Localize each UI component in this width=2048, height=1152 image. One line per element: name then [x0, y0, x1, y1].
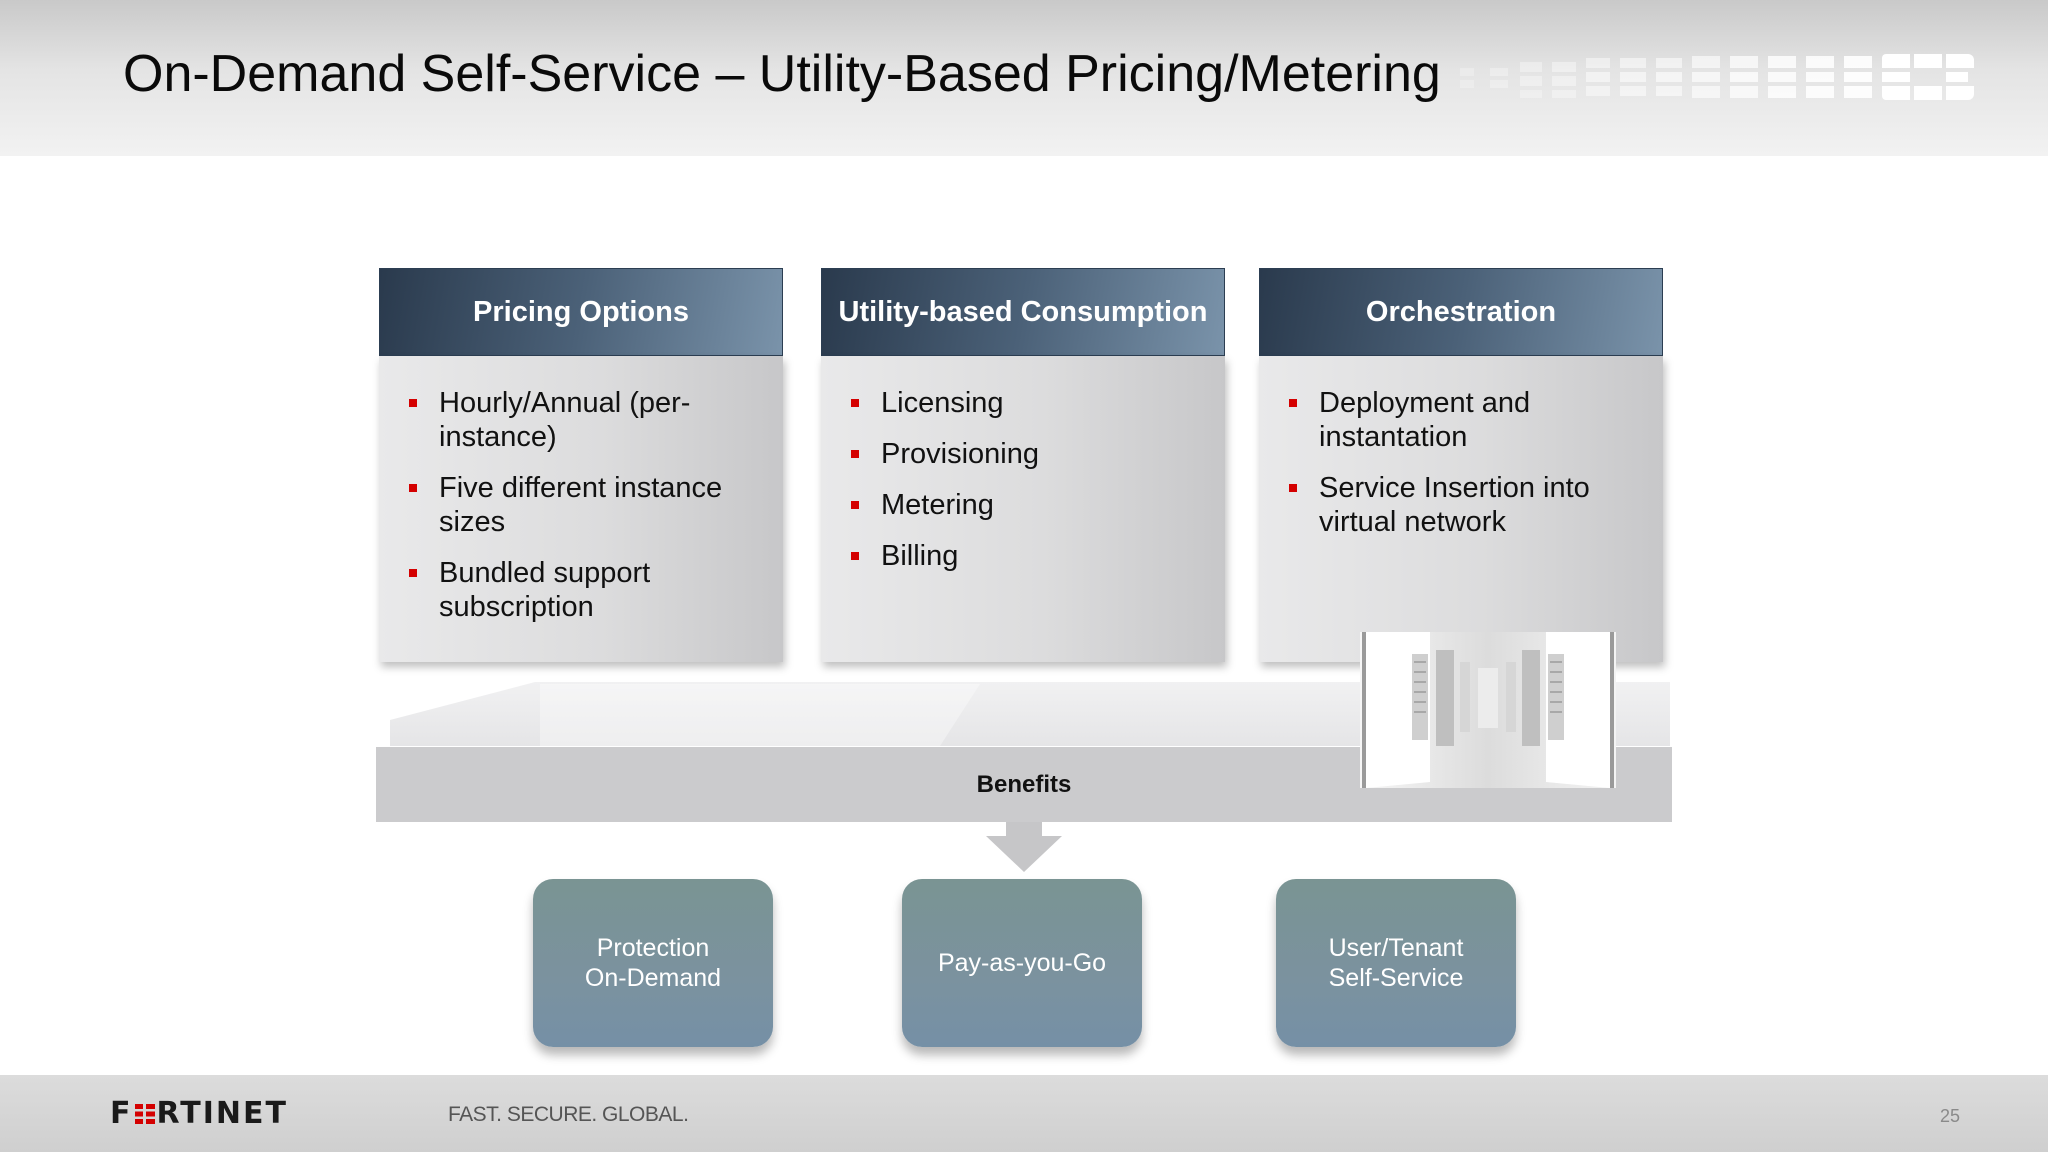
list-item: Five different instance sizes — [409, 471, 769, 539]
benefit-line: Protection — [596, 934, 710, 962]
slide-title: On-Demand Self-Service – Utility-Based P… — [123, 45, 1441, 103]
list-item: Provisioning — [851, 437, 1211, 471]
arrow-down-icon — [986, 822, 1062, 872]
benefit-box-self-service: User/Tenant Self-Service — [1276, 879, 1516, 1047]
logo-mark-icon — [134, 1104, 155, 1124]
column-utility-consumption: Utility-based Consumption Licensing Prov… — [821, 268, 1225, 662]
logo-text-end: RTINET — [156, 1096, 288, 1131]
list-item: Billing — [851, 539, 1211, 573]
benefit-line: On-Demand — [584, 964, 722, 992]
funnel-shape — [390, 660, 1670, 746]
fortinet-logo: F RTINET — [110, 1096, 288, 1131]
bullet-list: Hourly/Annual (per-instance) Five differ… — [409, 386, 769, 641]
column-pricing-options: Pricing Options Hourly/Annual (per-insta… — [379, 268, 783, 662]
bullet-list: Deployment and instantation Service Inse… — [1289, 386, 1649, 556]
benefit-box-protection: Protection On-Demand — [533, 879, 773, 1047]
list-item: Deployment and instantation — [1289, 386, 1649, 454]
footer-band — [0, 1075, 2048, 1152]
grid-pattern-icon — [1460, 54, 1974, 100]
column-heading: Utility-based Consumption — [821, 268, 1225, 356]
bullet-list: Licensing Provisioning Metering Billing — [851, 386, 1211, 590]
list-item: Service Insertion into virtual network — [1289, 471, 1649, 539]
column-heading: Orchestration — [1259, 268, 1663, 356]
column-heading: Pricing Options — [379, 268, 783, 356]
column-orchestration: Orchestration Deployment and instantatio… — [1259, 268, 1663, 662]
column-body: Hourly/Annual (per-instance) Five differ… — [379, 356, 783, 662]
column-body: Deployment and instantation Service Inse… — [1259, 356, 1663, 662]
benefit-box-pay-as-you-go: Pay-as-you-Go — [902, 879, 1142, 1047]
list-item: Bundled support subscription — [409, 556, 769, 624]
benefit-line: Pay-as-you-Go — [937, 949, 1107, 977]
column-body: Licensing Provisioning Metering Billing — [821, 356, 1225, 662]
page-number: 25 — [1940, 1106, 1961, 1126]
benefit-line: User/Tenant — [1328, 934, 1464, 962]
datacenter-icon — [1360, 632, 1616, 788]
list-item: Licensing — [851, 386, 1211, 420]
benefits-label: Benefits — [976, 770, 1072, 798]
list-item: Metering — [851, 488, 1211, 522]
list-item: Hourly/Annual (per-instance) — [409, 386, 769, 454]
benefit-line: Self-Service — [1328, 964, 1464, 992]
tagline: FAST. SECURE. GLOBAL. — [448, 1103, 689, 1126]
logo-text-start: F — [110, 1096, 133, 1131]
